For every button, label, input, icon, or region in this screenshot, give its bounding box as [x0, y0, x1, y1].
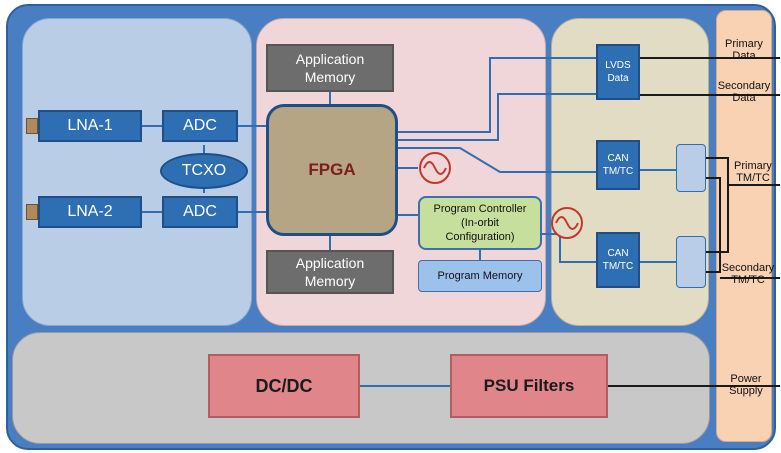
program-controller-block: Program Controller (In-orbit Configurati… — [418, 196, 542, 250]
psu-filters-block: PSU Filters — [450, 354, 608, 418]
can-tmtc-block-2: CAN TM/TC — [596, 232, 640, 288]
can-tmtc-block-1: CAN TM/TC — [596, 140, 640, 190]
tcxo-oscillator: TCXO — [160, 153, 248, 189]
power-supply-label: Power Supply — [729, 373, 763, 397]
application-memory-bottom: Application Memory — [266, 250, 394, 294]
program-memory-block: Program Memory — [418, 260, 542, 292]
connector-strip — [716, 10, 772, 442]
secondary-tmtc-label: Secondary TM/TC — [721, 262, 775, 286]
controller-clock-oscillator-icon — [550, 206, 584, 240]
dcdc-block: DC/DC — [208, 354, 360, 418]
fpga-clock-oscillator-icon — [418, 151, 452, 185]
primary-data-label: Primary Data — [725, 38, 763, 62]
redundancy-switch-1 — [676, 144, 706, 192]
lvds-data-block: LVDS Data — [596, 44, 640, 100]
adc-1-block: ADC — [162, 110, 238, 142]
antenna-connector-1-icon — [26, 118, 38, 134]
adc-2-block: ADC — [162, 196, 238, 228]
redundancy-switch-2 — [676, 236, 706, 288]
fpga-block: FPGA — [266, 104, 398, 236]
antenna-connector-2-icon — [26, 204, 38, 220]
lna-2-block: LNA-2 — [38, 196, 142, 228]
lna-1-block: LNA-1 — [38, 110, 142, 142]
application-memory-top: Application Memory — [266, 44, 394, 92]
secondary-data-label: Secondary Data — [717, 80, 771, 104]
primary-tmtc-label: Primary TM/TC — [734, 160, 772, 184]
